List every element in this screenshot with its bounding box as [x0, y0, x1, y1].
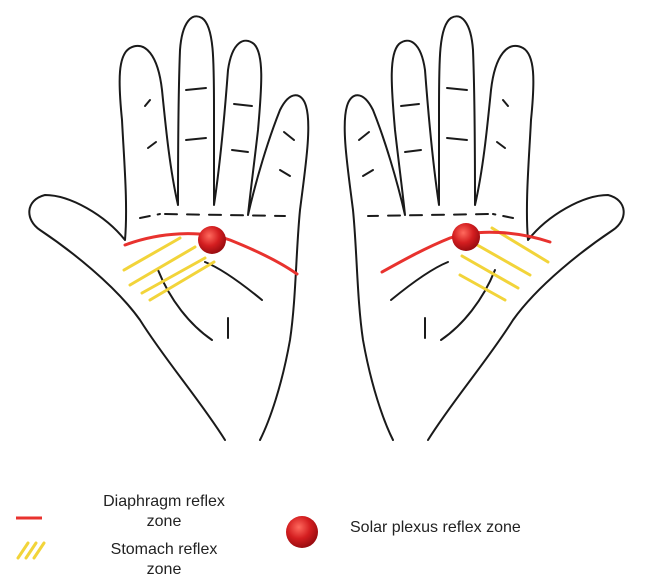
stomach-legend-icon	[18, 543, 44, 558]
solar-plexus-legend-icon	[286, 516, 318, 548]
right-solar-plexus-dot	[452, 223, 480, 251]
stomach-legend-line1: Stomach reflex	[111, 541, 218, 558]
diaphragm-legend-label: Diaphragm reflex zone	[64, 492, 264, 532]
solar-plexus-legend-label: Solar plexus reflex zone	[350, 518, 521, 538]
diaphragm-legend-line1: Diaphragm reflex	[103, 493, 225, 510]
left-hand	[29, 16, 308, 440]
diaphragm-legend-line2: zone	[64, 512, 264, 532]
left-solar-plexus-dot	[198, 226, 226, 254]
stomach-legend-label: Stomach reflex zone	[64, 540, 264, 580]
right-hand	[345, 16, 624, 440]
left-hand-outline	[29, 16, 308, 440]
stomach-legend-line2: zone	[147, 561, 182, 578]
right-hand-outline	[345, 16, 624, 440]
